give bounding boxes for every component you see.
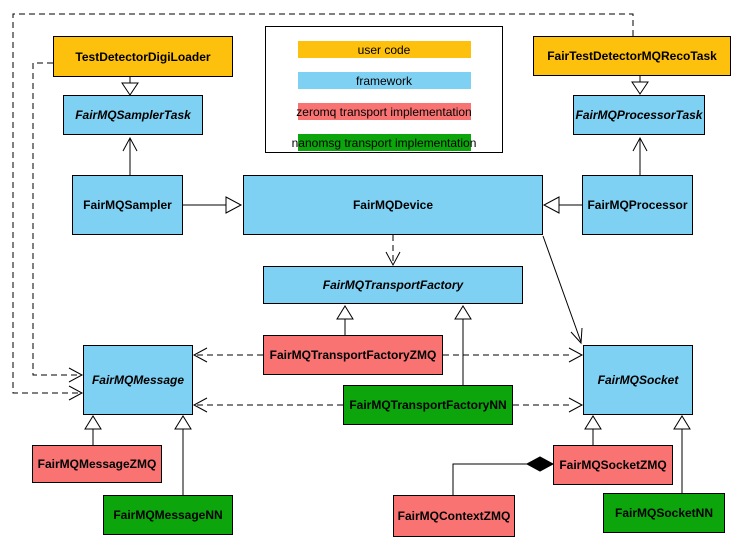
edge-inheritance-fairmqmessagenn-fairmqmessage [174,415,192,495]
edge-dependency-fairmqtransportfactoryzmq-fairmqsocket [443,347,584,363]
legend-item-nanomsg: nanomsg transport implementation [292,134,476,151]
legend-label: user code [357,42,411,57]
edge-inheritance-fairmqmessagezmq-fairmqmessage [84,415,102,445]
edge-association-fairmqdevice-fairmqsocket [542,235,583,345]
legend-label: nanomsg transport implementation [291,135,477,150]
class-node-fairmqsampler: FairMQSampler [72,175,183,235]
edge-dependency-fairmqtransportfactorynn-fairmqsocket [513,397,584,413]
legend-label: framework [355,73,412,88]
class-node-fairmqsamplertask: FairMQSamplerTask [63,95,203,135]
edge-inheritance-fairtestdetectormqrecotask-fairmqprocessortask [631,76,649,95]
edge-inheritance-testdetectordigiloader-fairmqsamplertask [121,77,139,96]
legend-item-framework: framework [297,72,471,89]
class-node-fairmqprocessortask: FairMQProcessorTask [573,95,705,135]
edge-association-fairmqsampler-fairmqsamplertask [122,136,138,175]
legend-item-zeromq: zeromq transport implementation [296,103,472,120]
legend-label: zeromq transport implementation [296,104,472,119]
edge-inheritance-fairmqtransportfactoryzmq-fairmqtransportfactory [336,305,354,335]
class-node-fairmqsocket: FairMQSocket [583,345,693,415]
class-node-fairmqcontextzmq: FairMQContextZMQ [393,495,515,537]
edge-association-fairmqprocessor-fairmqprocessortask [632,136,648,175]
legend-item-user-code: user code [297,41,471,58]
class-node-fairtestdetectormqrecotask: FairTestDetectorMQRecoTask [533,36,731,76]
class-node-fairmqmessage: FairMQMessage [83,345,193,415]
edge-dependency-fairmqtransportfactoryzmq-fairmqmessage [192,347,263,363]
edge-inheritance-fairmqsocketzmq-fairmqsocket [584,415,602,445]
class-node-fairmqmessagezmq: FairMQMessageZMQ [32,445,162,483]
class-node-testdetectordigiloader: TestDetectorDigiLoader [53,36,233,77]
edge-inheritance-fairmqsampler-fairmqdevice [183,196,243,214]
class-node-fairmqtransportfactoryzmq: FairMQTransportFactoryZMQ [263,335,443,375]
class-node-fairmqtransportfactorynn: FairMQTransportFactoryNN [343,385,513,425]
edge-inheritance-fairmqprocessor-fairmqdevice [542,196,582,214]
legend-box: user code framework zeromq transport imp… [265,26,503,153]
class-node-fairmqmessagenn: FairMQMessageNN [103,495,233,535]
class-node-fairmqprocessor: FairMQProcessor [582,175,693,235]
edge-dependency-testdetectordigiloader-fairmqmessage [32,62,84,383]
edge-dependency-fairtestdetectormqrecotask-fairmqmessage [12,13,634,401]
edge-dependency-fairmqdevice-fairmqtransportfactory [385,235,401,267]
class-node-fairmqtransportfactory: FairMQTransportFactory [263,266,523,304]
class-node-fairmqsocketzmq: FairMQSocketZMQ [553,445,673,485]
edge-inheritance-fairmqsocketnn-fairmqsocket [673,415,691,493]
edge-inheritance-fairmqtransportfactorynn-fairmqtransportfactory [454,305,472,385]
edge-composition-fairmqcontextzmq-fairmqsocketzmq [452,456,555,495]
class-node-fairmqsocketnn: FairMQSocketNN [603,493,725,533]
class-node-fairmqdevice: FairMQDevice [243,175,543,235]
edge-dependency-fairmqtransportfactorynn-fairmqmessage [192,397,343,413]
